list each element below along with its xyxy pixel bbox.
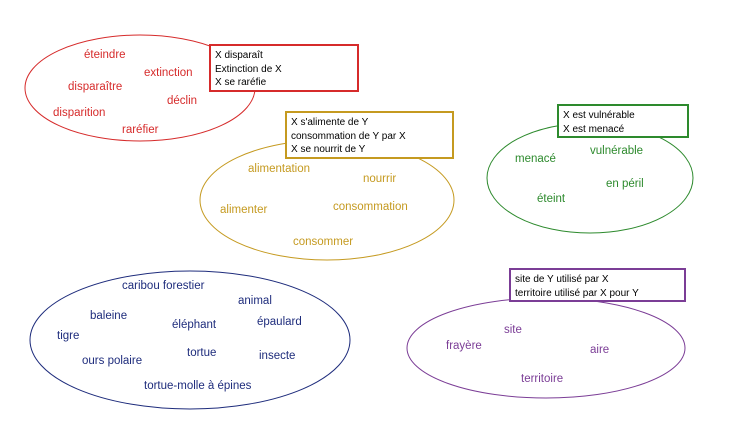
- feed-box-line: X se nourrit de Y: [291, 144, 366, 155]
- word-animal: animal: [238, 295, 272, 307]
- word-ours-polaire: ours polaire: [82, 355, 143, 367]
- word-tortue-molle: tortue-molle à épines: [144, 380, 252, 392]
- word-tigre: tigre: [57, 330, 80, 342]
- word-alimenter: alimenter: [220, 204, 268, 216]
- word-menace: menacé: [515, 153, 556, 165]
- word-elephant: éléphant: [172, 319, 217, 331]
- vulnerable-ellipse: [486, 122, 694, 234]
- word-nourrir: nourrir: [363, 173, 397, 185]
- territory-box-line: site de Y utilisé par X: [515, 274, 609, 285]
- word-alimentation: alimentation: [248, 163, 311, 175]
- feed-box-line: X s'alimente de Y: [291, 117, 369, 128]
- word-territoire: territoire: [521, 373, 564, 385]
- word-extinction: extinction: [144, 67, 193, 79]
- word-aire: aire: [590, 344, 610, 356]
- word-eteint: éteint: [537, 193, 566, 205]
- word-site: site: [504, 324, 522, 336]
- word-consommer: consommer: [293, 236, 354, 248]
- territory-box-line: territoire utilisé par X pour Y: [515, 287, 639, 299]
- vulnerable-box: X est vulnérable X est menacé: [557, 104, 689, 138]
- disappear-box-line: X disparaît: [215, 50, 263, 61]
- word-consommation: consommation: [333, 201, 408, 213]
- word-rarefier: raréfier: [122, 124, 159, 136]
- word-tortue: tortue: [187, 347, 217, 359]
- disappear-box-line: X se raréfie: [215, 77, 267, 88]
- species-ellipse: [29, 270, 351, 410]
- territory-box: site de Y utilisé par X territoire utili…: [509, 268, 686, 302]
- word-insecte: insecte: [259, 350, 296, 362]
- vulnerable-box-line: X est vulnérable: [563, 110, 635, 121]
- word-epaulard: épaulard: [257, 316, 302, 328]
- disappear-box: X disparaît Extinction de X X se raréfie: [209, 44, 359, 92]
- feed-box-line: consommation de Y par X: [291, 130, 406, 142]
- feed-box: X s'alimente de Y consommation de Y par …: [285, 111, 454, 159]
- vulnerable-box-line: X est menacé: [563, 123, 625, 135]
- disappear-box-line: Extinction de X: [215, 63, 282, 75]
- word-frayere: frayère: [446, 340, 482, 352]
- word-declin: déclin: [167, 95, 198, 107]
- word-baleine: baleine: [90, 310, 128, 322]
- word-disparaitre: disparaître: [68, 81, 123, 93]
- word-en-peril: en péril: [606, 178, 644, 190]
- word-vulnerable: vulnérable: [590, 145, 644, 157]
- word-disparition: disparition: [53, 107, 106, 119]
- word-caribou-forestier: caribou forestier: [122, 280, 205, 292]
- word-eteindre: éteindre: [84, 49, 126, 61]
